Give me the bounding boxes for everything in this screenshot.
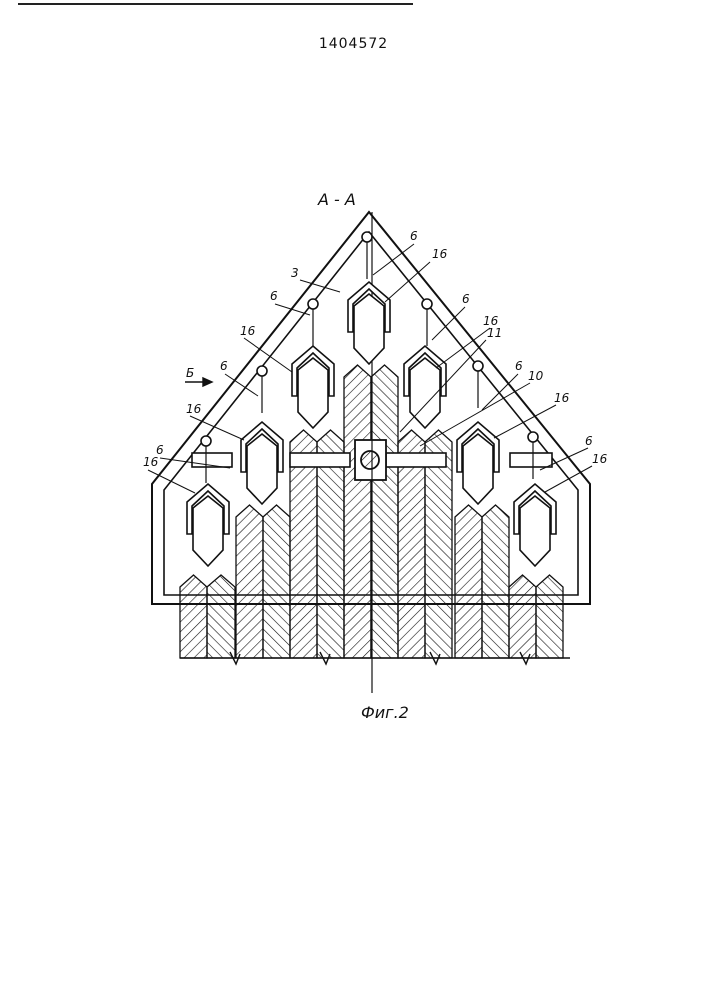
- stem-column: [536, 575, 563, 658]
- leader-line: [244, 338, 292, 372]
- stem-column: [482, 505, 509, 658]
- pivot-circle: [362, 232, 372, 242]
- pivot-circle: [201, 436, 211, 446]
- leader-line: [385, 262, 430, 302]
- label-pivot-top: 6: [410, 229, 418, 243]
- section-title: А - А: [317, 190, 356, 209]
- label-pivot-r1: 6: [462, 292, 470, 306]
- label-tine-top: 16: [432, 247, 448, 261]
- label-tine-l2: 16: [186, 402, 202, 416]
- stem-column: [509, 575, 536, 658]
- label-tine-r1: 16: [483, 314, 499, 328]
- stem-column: [344, 365, 371, 658]
- label-pivot-l1: 6: [270, 289, 278, 303]
- leader-line: [275, 304, 310, 315]
- label-tine-r3: 16: [592, 452, 608, 466]
- pivot-circle: [308, 299, 318, 309]
- label-housing: 3: [291, 266, 299, 280]
- label-pivot-r2: 6: [515, 359, 523, 373]
- tine-body: [520, 496, 550, 566]
- stem-column: [371, 365, 398, 658]
- leader-line: [494, 405, 556, 438]
- label-tine-l1: 16: [240, 324, 256, 338]
- stem-column: [263, 505, 290, 658]
- label-pivot-l2: 6: [220, 359, 228, 373]
- label-tine-l3: 16: [143, 455, 159, 469]
- label-tine-r2: 16: [554, 391, 570, 405]
- figure-caption: Фиг.2: [361, 703, 409, 722]
- stem-column: [455, 505, 482, 658]
- tine-body: [193, 496, 223, 566]
- pivot-circle: [257, 366, 267, 376]
- label-bar: 11: [487, 326, 502, 340]
- tine-body: [463, 434, 493, 504]
- stem-column: [207, 575, 235, 658]
- tine-body: [410, 358, 440, 428]
- label-shaft: 10: [528, 369, 544, 383]
- label-pivot-r3: 6: [585, 434, 593, 448]
- pivot-circle: [422, 299, 432, 309]
- stem-column: [180, 575, 207, 658]
- view-arrow-label: Б: [186, 366, 194, 380]
- pivot-circle: [473, 361, 483, 371]
- pivot-circle: [528, 432, 538, 442]
- tine-body: [247, 434, 277, 504]
- tine-body: [298, 358, 328, 428]
- tine-body: [354, 294, 384, 364]
- leader-line: [190, 416, 244, 440]
- stem-column: [236, 505, 263, 658]
- central-shaft: [355, 440, 386, 480]
